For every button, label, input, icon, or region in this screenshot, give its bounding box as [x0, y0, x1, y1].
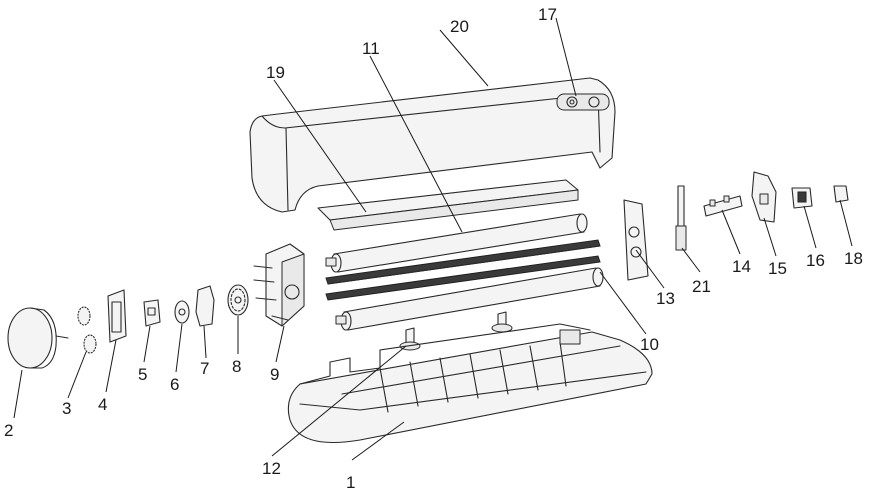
part-8-gear	[227, 284, 249, 316]
lower-roller	[335, 267, 604, 331]
part-16-switch	[791, 187, 813, 209]
part-2-motor	[7, 307, 69, 369]
label-15: 15	[768, 259, 787, 278]
label-18: 18	[844, 249, 863, 268]
part-5-bracket	[143, 299, 161, 327]
part-number-labels: 1 2 3 4 5 6 7 8 9 10 11 12 13 14 15 16 1…	[4, 5, 863, 492]
part-1-bottom-base	[287, 323, 653, 443]
label-14: 14	[732, 257, 751, 276]
part-14-terminal	[703, 195, 743, 217]
label-6: 6	[170, 375, 179, 394]
part-15-bracket	[751, 171, 777, 223]
label-10: 10	[640, 335, 659, 354]
part-12-mounting-posts	[399, 311, 513, 351]
part-9-gear-housing	[253, 243, 305, 327]
part-4-frame-bracket	[107, 289, 127, 343]
label-8: 8	[232, 357, 241, 376]
part-3-small-gears	[77, 306, 97, 354]
label-2: 2	[4, 421, 13, 440]
label-11: 11	[362, 39, 380, 58]
label-12: 12	[262, 459, 281, 478]
part-21-sensor	[675, 185, 687, 251]
label-20: 20	[450, 17, 469, 36]
label-13: 13	[656, 289, 675, 308]
part-19-guide-plate	[317, 179, 579, 231]
label-1: 1	[346, 473, 355, 492]
label-3: 3	[62, 399, 71, 418]
part-17-button-module	[556, 93, 610, 111]
part-10-heating-strips	[325, 239, 601, 301]
label-7: 7	[200, 359, 209, 378]
label-19: 19	[266, 63, 285, 82]
label-9: 9	[270, 365, 279, 384]
part-20-top-cover	[249, 77, 616, 213]
label-16: 16	[806, 251, 825, 270]
part-6-washer	[174, 300, 190, 324]
label-17: 17	[538, 5, 557, 24]
label-21: 21	[692, 277, 711, 296]
part-13-side-plate	[623, 199, 649, 281]
label-4: 4	[98, 395, 107, 414]
leader-lines	[13, 17, 853, 461]
part-18-plug	[833, 185, 849, 203]
label-5: 5	[138, 365, 147, 384]
part-7-clip	[195, 285, 215, 327]
part-11-upper-roller	[325, 213, 588, 273]
